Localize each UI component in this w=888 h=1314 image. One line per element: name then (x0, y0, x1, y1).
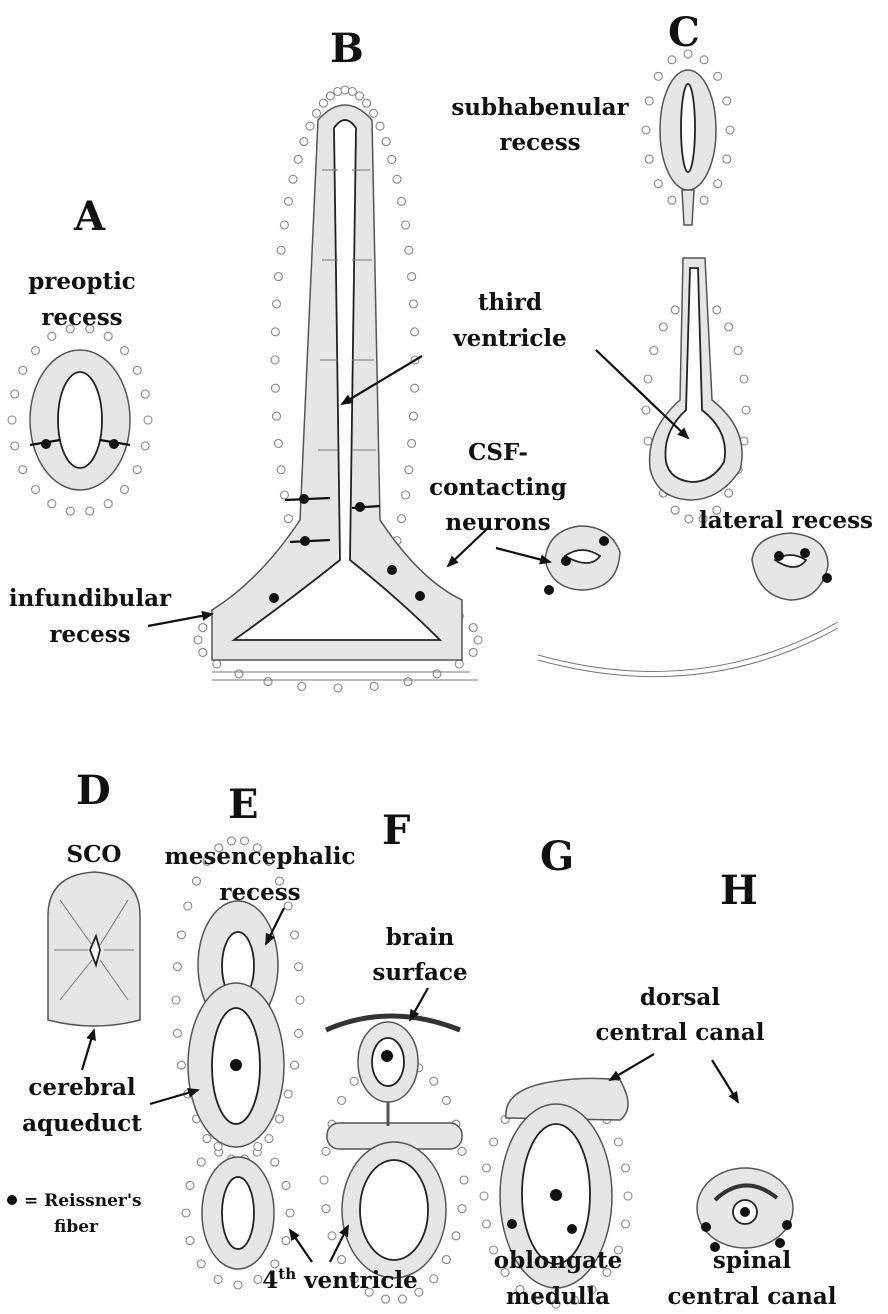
label-spinal-cc-line2: central canal (667, 1283, 836, 1310)
label-infundibular-line2: recess (49, 621, 130, 648)
arrow-cerebral-aqueduct (82, 1030, 94, 1070)
label-dorsal-cc-line1: dorsal (640, 984, 720, 1011)
panel-h-section (697, 1168, 793, 1252)
label-oblongate-line1: oblongate (494, 1247, 622, 1274)
label-preoptic-line2: recess (41, 304, 122, 331)
label-csf-line1: CSF- (468, 439, 528, 466)
panel-letter-d: D (76, 767, 111, 814)
arrow-dorsal-canal-g (610, 1054, 654, 1080)
panel-d-sco-section (48, 872, 140, 1026)
arrow-third-ventricle-c (596, 350, 688, 438)
panel-letter-g: G (540, 833, 574, 880)
csf-contacting-neuron-cluster-2 (752, 533, 832, 600)
label-csf-line3: neurons (445, 509, 550, 536)
label-infundibular-line1: infundibular (9, 585, 172, 612)
arrow-brain-surface (410, 988, 428, 1020)
label-fourth-ventricle: 4th ventricle (262, 1265, 417, 1294)
panel-letter-c: C (668, 9, 700, 56)
panel-letter-a: A (73, 193, 106, 240)
label-spinal-cc-line1: spinal (713, 1247, 791, 1274)
csf-contacting-neuron-cluster-1 (544, 526, 620, 595)
label-mesencephalic-line2: recess (219, 879, 300, 906)
label-reissner-line1: = Reissner's (24, 1191, 142, 1211)
panel-letter-b: B (330, 25, 364, 72)
arrow-csf-neurons-c (496, 548, 550, 562)
brain-surface-curve (538, 622, 838, 671)
label-third-ventricle-line1: third (478, 289, 542, 316)
panel-letter-e: E (228, 781, 259, 828)
reissner-fiber-legend-dot (7, 1195, 17, 1205)
panel-b-third-ventricle-section (212, 105, 478, 680)
arrow-fourth-ventricle-e (290, 1230, 312, 1262)
panel-a-preoptic-section (30, 350, 130, 490)
panel-c-third-ventricle-section (650, 258, 743, 500)
label-sco: SCO (67, 841, 122, 868)
label-brain-surface-line1: brain (386, 924, 455, 951)
label-mesencephalic-line1: mesencephalic (164, 843, 355, 870)
panel-e-fourth-ventricle-section (202, 1157, 274, 1269)
label-csf-line2: contacting (429, 474, 567, 501)
label-aqueduct-line2: aqueduct (22, 1110, 142, 1137)
label-third-ventricle-line2: ventricle (452, 325, 567, 352)
label-reissner-line2: fiber (54, 1217, 99, 1237)
label-subhabenular-line1: subhabenular (451, 94, 629, 121)
label-subhabenular-line2: recess (499, 129, 580, 156)
panel-f-section (326, 1016, 462, 1278)
label-lateral-recess: lateral recess (699, 507, 873, 534)
label-brain-surface-line2: surface (372, 959, 467, 986)
label-oblongate-line2: medulla (506, 1283, 610, 1310)
label-preoptic-line1: preoptic (28, 268, 136, 295)
label-aqueduct-line1: cerebral (28, 1074, 135, 1101)
label-dorsal-cc-line2: central canal (595, 1019, 764, 1046)
panel-letter-f: F (382, 807, 410, 854)
arrow-dorsal-canal-h (712, 1060, 738, 1102)
panel-letter-h: H (720, 867, 758, 914)
